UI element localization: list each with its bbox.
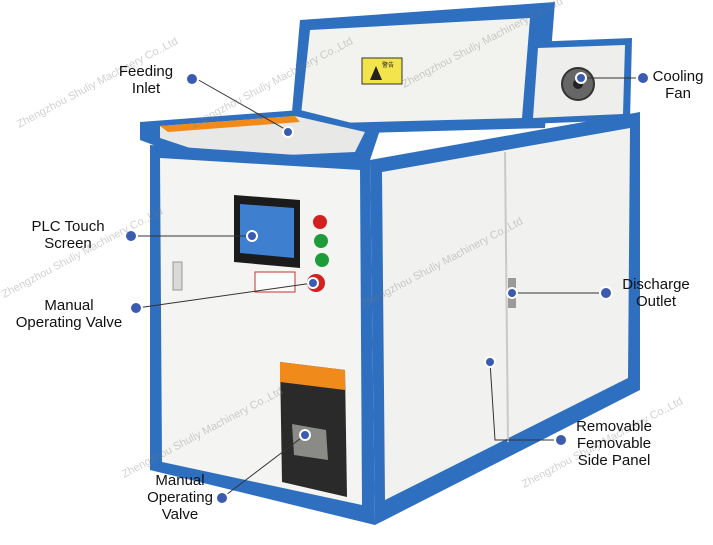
callout-dot-cooling-fan-target: [575, 72, 587, 84]
label-manual-operating-valve-1: Manual Operating Valve: [15, 297, 123, 331]
stop-button: [313, 215, 327, 229]
leader-side-panel: [489, 361, 560, 441]
label-cooling-fan: Cooling Fan: [652, 68, 704, 102]
callout-dot-feeding-inlet: [185, 72, 199, 86]
leader-feeding-inlet: [194, 77, 291, 133]
hazard-stripe-top: [160, 116, 300, 132]
label-plc-touch-screen: PLC Touch Screen: [31, 218, 105, 252]
warning-sticker: [361, 57, 403, 85]
callout-dot-manual-valve-1-target: [307, 277, 319, 289]
warning-sticker-text: 警告: [382, 62, 395, 69]
callout-dot-cooling-fan: [636, 71, 650, 85]
leader-manual-valve-1: [136, 282, 314, 309]
callout-dot-side-panel-target: [484, 356, 496, 368]
callout-dot-plc-screen: [124, 229, 138, 243]
callout-dot-discharge-outlet-target: [506, 287, 518, 299]
label-manual-operating-valve-2: Manual Operating Valve: [147, 472, 213, 523]
callout-dot-manual-valve-2: [215, 491, 229, 505]
callout-dot-plc-screen-target: [246, 230, 258, 242]
callout-dot-side-panel: [554, 433, 568, 447]
hazard-stripe-lower: [280, 362, 345, 390]
door-latch: [172, 261, 183, 291]
plc-touch-screen: [240, 204, 294, 258]
small-label-sticker: [254, 271, 296, 293]
callout-dot-feeding-inlet-target: [282, 126, 294, 138]
label-discharge-outlet: Discharge Outlet: [622, 276, 690, 310]
callout-dot-manual-valve-2-target: [299, 429, 311, 441]
label-feeding-inlet: Feeding Inlet: [118, 63, 174, 97]
start-button-2: [315, 253, 329, 267]
start-button-1: [314, 234, 328, 248]
hopper-lid-panel: [300, 18, 530, 124]
warning-triangle-icon: [370, 66, 382, 80]
callout-dot-manual-valve-1: [129, 301, 143, 315]
label-removable-side-panel: Removable Femovable Side Panel: [576, 418, 652, 469]
callout-dot-discharge-outlet: [599, 286, 613, 300]
leader-manual-valve-2: [221, 434, 306, 499]
side-panel-seam: [504, 151, 509, 443]
